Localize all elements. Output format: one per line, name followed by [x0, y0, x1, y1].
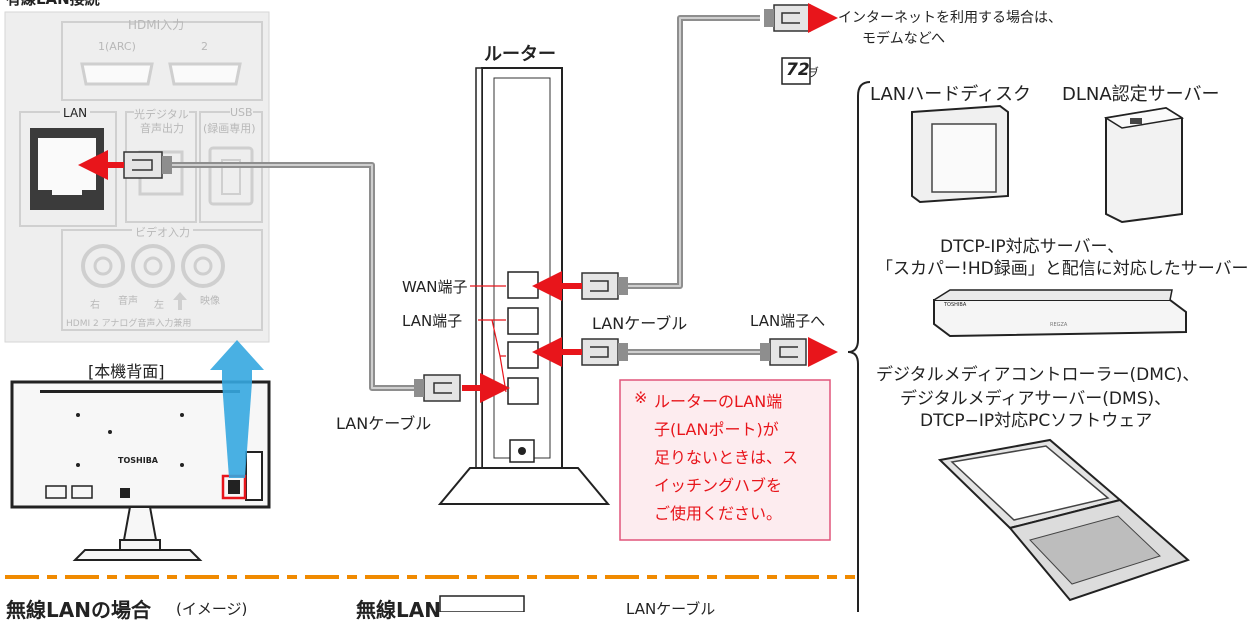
note-line1: ルーターのLAN端: [654, 392, 783, 411]
wan-port-label: WAN端子: [402, 278, 468, 296]
wireless-title: 無線LANの場合: [6, 598, 151, 622]
tv-rear-label: [本機背面]: [88, 362, 165, 381]
device-lan-plug: [760, 338, 807, 366]
page-ref-suffix: ヺ: [808, 66, 819, 79]
wan-plug: [581, 272, 628, 300]
hdmi-port-2: [168, 62, 242, 86]
right-label: 右: [90, 300, 100, 311]
optical-label-2: 音声出力: [140, 122, 184, 135]
dmc-label-3: DTCP−IP対応PCソフトウェア: [920, 411, 1153, 431]
internet-note-line1: インターネットを利用する場合は、: [838, 10, 1062, 26]
recorder-image: [933, 289, 1187, 338]
hdmi2-label: 2: [201, 40, 208, 53]
blue-pointer-arrow: [210, 340, 264, 478]
tv-cable-plug: [414, 374, 461, 402]
optical-label-1: 光デジタル: [134, 106, 189, 122]
tv-brand: TOSHIBA: [118, 456, 158, 465]
internet-note-line2: モデムなどへ: [862, 31, 946, 47]
hdmi-header: HDMI入力: [128, 18, 185, 32]
video-label: 映像: [200, 296, 220, 307]
wireless-device-edge: [439, 595, 525, 612]
dmc-label-2: デジタルメディアサーバー(DMS)、: [900, 389, 1172, 409]
audio-label: 音声: [118, 296, 138, 307]
hdmi1-label: 1(ARC): [98, 40, 136, 53]
lan-hdd-image: [911, 104, 1009, 204]
lan-cable-middle-label: LANケーブル: [592, 314, 688, 333]
note-line5: ご使用ください。: [654, 504, 783, 523]
dlna-server-image: [1103, 106, 1185, 224]
wireless-cable-label: LANケーブル: [626, 600, 716, 618]
left-label: 左: [154, 300, 164, 311]
note-mark: ※: [634, 388, 648, 407]
lan-label: LAN: [60, 106, 91, 120]
dtcp-label-2: 「スカパー!HD録画」と配信に対応したサーバー: [876, 259, 1249, 279]
usb-port: [208, 146, 254, 206]
top-left-label: 有線LAN接続: [6, 0, 100, 9]
usb-label-1: USB: [230, 106, 253, 119]
hdmi2-analog-label: HDMI 2 アナログ音声入力兼用: [66, 319, 192, 329]
note-line3: 足りないときは、ス: [654, 448, 799, 467]
page-ref[interactable]: 72: [786, 60, 810, 80]
video-header: ビデオ入力: [132, 224, 193, 240]
note-line4: イッチングハブを: [654, 476, 783, 495]
wireless-sub: (イメージ): [176, 600, 248, 618]
page-ref-box: [781, 57, 811, 85]
lan-port-label: LAN端子: [402, 312, 463, 330]
router-lan-plug: [581, 338, 628, 366]
wireless-lan-label: 無線LAN: [356, 598, 441, 622]
dmc-label-1: デジタルメディアコントローラー(DMC)、: [876, 365, 1200, 385]
to-lan-port-label: LAN端子へ: [750, 312, 826, 330]
lan-cable-bottom-label: LANケーブル: [336, 414, 432, 433]
note-line2: 子(LANポート)が: [654, 420, 779, 439]
device-brace: [847, 81, 871, 612]
dlna-server-label: DLNA認定サーバー: [1062, 84, 1220, 105]
modem-plug: [764, 4, 811, 32]
router-title: ルーター: [484, 44, 556, 65]
lan-hdd-label: LANハードディスク: [870, 84, 1031, 105]
usb-label-2: (録画専用): [203, 122, 256, 135]
laptop-image: [937, 438, 1190, 602]
note-box-bg: [619, 379, 831, 541]
lan-jack: [30, 128, 104, 210]
rca-jacks: [81, 244, 225, 310]
dtcp-label-1: DTCP-IP対応サーバー、: [940, 237, 1125, 257]
recorder-brand: TOSHIBA: [944, 302, 967, 308]
hdmi-port-1: [80, 62, 154, 86]
recorder-model: REGZA: [1050, 322, 1068, 328]
